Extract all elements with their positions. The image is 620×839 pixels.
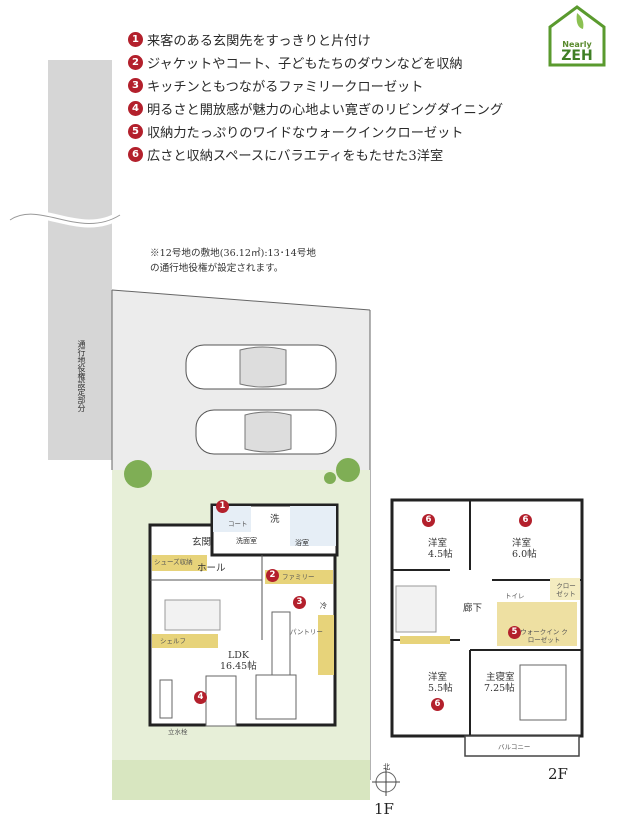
site-note-line: ※12号地の敷地(36.12㎡):13･14号地 [150,248,316,259]
room-bath-area: 浴室 [295,539,309,547]
marker-4: 4 [194,691,207,704]
easement-label: 通行地役権設定部分 [77,340,86,412]
master-bedroom-size: 7.25帖 [484,683,515,694]
site-note-line: の通行地役権が設定されます。 [150,263,284,274]
compass-label: 北 [383,763,390,771]
room-ldk-size: 16.45帖 [220,661,257,672]
tag-wic: ウォークイン クローゼット [520,628,568,644]
master-bedroom: 主寝室 [486,672,515,683]
feature-text: 来客のある玄関先をすっきりと片付け [147,33,371,49]
room-hall: ホール [197,563,226,574]
marker-6: 6 [431,698,444,711]
balcony: バルコニー [498,743,531,751]
site-note: ※12号地の敷地(36.12㎡):13･14号地 の通行地役権が設定されます。 [150,246,316,276]
room-c-size: 5.5帖 [428,683,453,694]
car-icon [195,409,337,455]
feature-text: 明るさと開放感が魅力の心地よい寛ぎのリビングダイニング [147,102,504,118]
tag-closet: クロー ゼット [556,582,576,598]
tag-coat: コート [228,520,248,528]
floor2-house [390,498,584,757]
feature-text: キッチンともつながるファミリークローゼット [147,79,424,95]
feature-number: 4 [128,100,143,116]
marker-2: 2 [266,569,279,582]
easement-strip [7,60,123,460]
marker-1: 1 [216,500,229,513]
room-washroom: 洗面室 [236,537,257,545]
feature-number: 5 [128,123,143,139]
badge-line1: Nearly [562,40,592,49]
room-b-size: 6.0帖 [512,549,537,560]
feature-number: 3 [128,77,143,93]
feature-text: 広さと収納スペースにバラエティをもたせた3洋室 [147,148,444,164]
marker-6: 6 [519,514,532,527]
room-a: 洋室 [428,538,448,549]
floor1-label: 1F [374,800,394,818]
floor1-house [148,503,339,727]
room-entrance: 玄関 [192,537,212,548]
feature-number: 6 [128,146,143,162]
room-c: 洋室 [428,672,448,683]
marker-3: 3 [293,596,306,609]
room-wash: 洗 [270,514,280,525]
tag-toilet: トイレ [505,592,525,600]
marker-6: 6 [422,514,435,527]
room-b: 洋室 [512,538,532,549]
tag-pantry: パントリー [290,628,323,636]
feature-number: 1 [128,31,143,47]
floor2-label: 2F [548,765,568,783]
feature-text: ジャケットやコート、子どもたちのダウンなどを収納 [147,56,463,72]
compass-icon [372,768,400,796]
room-a-size: 4.5帖 [428,549,453,560]
room-fridge: 冷 [320,602,327,610]
badge-line2: ZEH [561,48,593,64]
nearly-zeh-badge [548,5,606,67]
corridor: 廊下 [463,603,483,614]
marker-5: 5 [508,626,521,639]
tag-shelf: シェルフ [160,637,186,645]
tag-stand: 立水栓 [168,728,188,736]
tag-shoe-storage: シューズ収納 [154,558,193,566]
tag-family-closet: ファミリー [282,573,315,581]
car-icon [185,344,337,390]
feature-text: 収納力たっぷりのワイドなウォークインクローゼット [147,125,464,141]
room-ldk: LDK [228,650,250,661]
feature-number: 2 [128,54,143,70]
